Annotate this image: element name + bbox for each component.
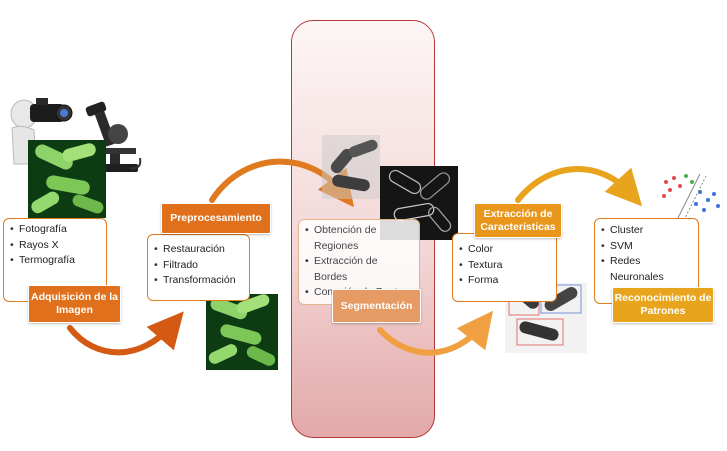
list-item: Rayos X <box>10 238 100 254</box>
preprocessing-list: Restauración Filtrado Transformación <box>147 234 250 301</box>
arrow-segmentation-to-extraction <box>377 310 494 356</box>
list-item: Textura <box>459 258 550 274</box>
list-item: Transformación <box>154 273 243 289</box>
list-item: Cluster <box>601 223 692 239</box>
extraction-list: Color Textura Forma <box>452 233 557 302</box>
scatter-plot-icon <box>662 173 720 225</box>
stage-label-preprocessing: Preprocesamiento <box>161 203 271 234</box>
stage-label-recognition: Reconocimiento de Patrones <box>612 287 714 323</box>
list-item: Termografía <box>10 253 100 269</box>
list-item: Redes Neuronales <box>601 254 692 285</box>
stage-label-segmentation: Segmentación <box>332 289 421 323</box>
list-item: Color <box>459 242 550 258</box>
list-item: Restauración <box>154 242 243 258</box>
list-item: Extracción de Bordes <box>305 254 413 285</box>
segmented-bacteria-image <box>322 135 380 199</box>
arrow-extraction-to-recognition <box>515 166 643 207</box>
stage-label-acquisition: Adquisición de la Imagen <box>28 285 121 323</box>
list-item: Forma <box>459 273 550 289</box>
list-item: Fotografía <box>10 222 100 238</box>
stage-label-extraction: Extracción de Características <box>474 203 562 238</box>
list-item: SVM <box>601 239 692 255</box>
bacteria-image <box>206 294 278 370</box>
list-item: Obtención de Regiones <box>305 223 413 254</box>
list-item: Filtrado <box>154 258 243 274</box>
bacteria-image <box>28 140 106 218</box>
arrow-acquisition-to-preprocessing <box>67 311 184 356</box>
